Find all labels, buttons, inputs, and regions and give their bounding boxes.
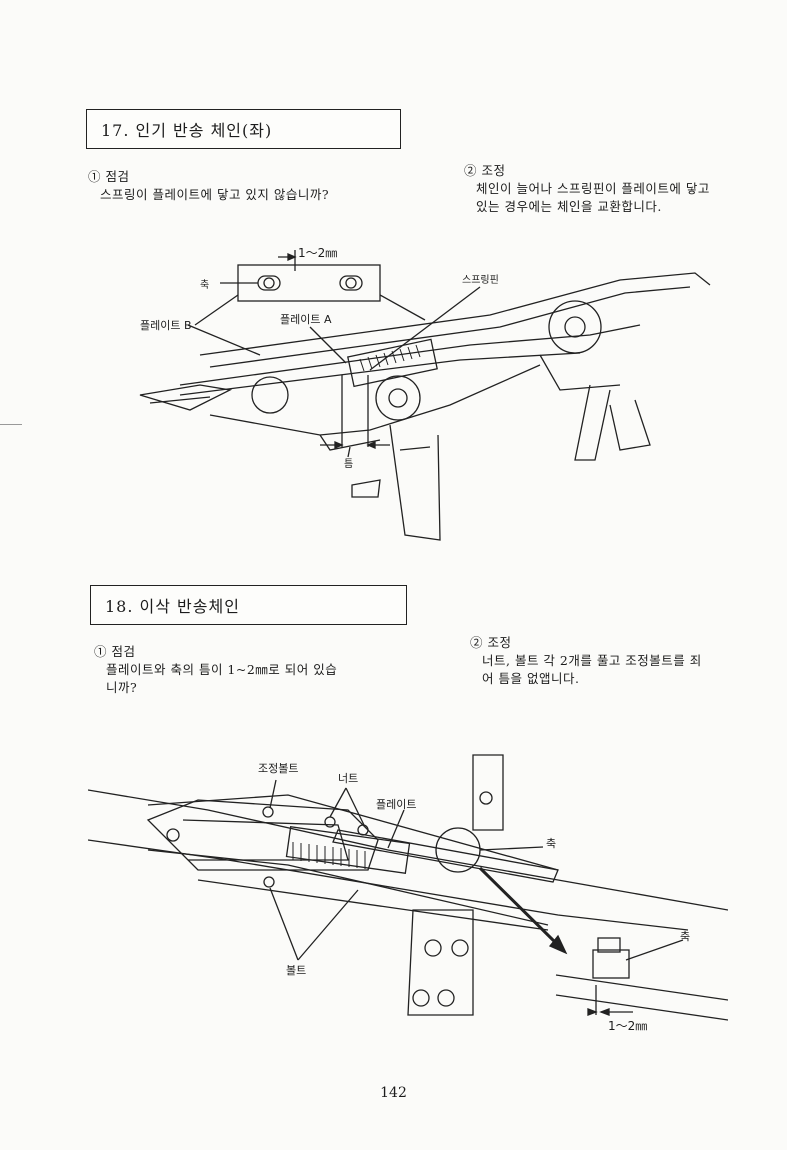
fig18-shaft-label: 축 (546, 837, 556, 850)
check-heading: ① 점검 (88, 169, 130, 184)
section-17-title-box: 17. 인기 반송 체인(좌) (86, 109, 401, 149)
shaft-circle (263, 277, 275, 289)
fig18-nut-label: 너트 (338, 772, 358, 785)
scan-edge-mark (0, 424, 22, 425)
fig17-plate-b-label: 플레이트 B (140, 319, 192, 332)
section-17-title: 17. 인기 반송 체인(좌) (101, 121, 273, 140)
section-17-adjust: ② 조정 체인이 늘어나 스프링핀이 플레이트에 닿고 있는 경우에는 체인을 … (464, 162, 764, 216)
adjust-text-line2: 있는 경우에는 체인을 교환합니다. (476, 199, 662, 214)
section-18-title-box: 18. 이삭 반송체인 (90, 585, 407, 625)
check-text: 스프링이 플레이트에 닿고 있지 않습니까? (100, 187, 330, 202)
fig18-shaft-detail-label: 축 (680, 930, 690, 943)
fig17-spring-pin-label: 스프링핀 (462, 274, 499, 286)
section-18-adjust: ② 조정 너트, 볼트 각 2개를 풀고 조정볼트를 죄 어 틈을 없앱니다. (470, 634, 770, 688)
page-number: 142 (380, 1085, 407, 1101)
fig18-dim-label: 1～2㎜ (608, 1019, 647, 1033)
adjust-text-line1: 너트, 볼트 각 2개를 풀고 조정볼트를 죄 (482, 653, 702, 668)
adjust-text-line1: 체인이 늘어나 스프링핀이 플레이트에 닿고 (476, 181, 710, 196)
section-17-check: ① 점검 스프링이 플레이트에 닿고 있지 않습니까? (88, 168, 408, 204)
section-18-check: ① 점검 플레이트와 축의 틈이 1~2㎜로 되어 있습 니까? (94, 643, 414, 697)
fig17-plate-a-label: 플레이트 A (280, 313, 332, 326)
check-heading: ① 점검 (94, 644, 136, 659)
fig17-shaft-label: 축 (200, 279, 209, 291)
fig18-adjust-bolt-label: 조정볼트 (258, 762, 298, 775)
fig18-bolt-label: 볼트 (286, 964, 306, 977)
shaft-detail-circle (435, 827, 481, 873)
adjust-heading: ② 조정 (470, 635, 512, 650)
figure-18-grain-chain-diagram: 조정볼트 너트 플레이트 축 볼트 축 1～2㎜ (88, 754, 728, 1033)
check-text-line2: 니까? (106, 680, 138, 695)
fig17-gap-label: 틈 (344, 458, 353, 470)
figure-17-chain-diagram: 1～2㎜ 축 플레이트 B 플레이트 A 스프링핀 틈 (139, 246, 711, 541)
fig17-dim-label: 1～2㎜ (298, 246, 337, 260)
adjust-heading: ② 조정 (464, 163, 506, 178)
check-text-line1: 플레이트와 축의 틈이 1~2㎜로 되어 있습 (106, 662, 338, 677)
detail-inset-box (237, 264, 381, 302)
fig18-plate-label: 플레이트 (376, 798, 416, 811)
section-18-title: 18. 이삭 반송체인 (105, 597, 240, 616)
adjust-text-line2: 어 틈을 없앱니다. (482, 671, 580, 686)
